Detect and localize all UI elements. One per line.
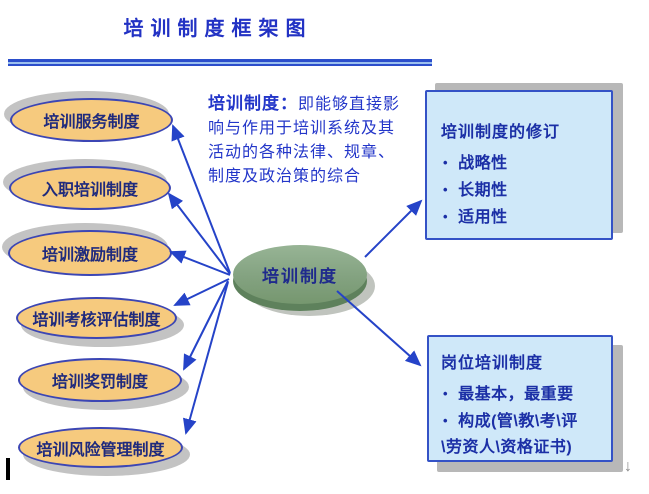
- bullet-item: • 长期性: [441, 177, 597, 204]
- oval-training-risk: 培训风险管理制度: [18, 427, 183, 468]
- box-title: 培训制度的修订: [441, 124, 561, 141]
- connector-arrow-revision-box: [364, 199, 423, 258]
- bullet-icon: •: [443, 386, 449, 401]
- center-node-training-system: 培训制度: [233, 245, 367, 304]
- bullet-label: 适用性: [458, 209, 508, 226]
- box-system-revision: 培训制度的修订 • 战略性 • 长期性 • 适用性: [425, 90, 613, 240]
- text-cursor-artifact: [6, 458, 10, 480]
- bullet-icon: •: [443, 182, 449, 197]
- box-title: 岗位培训制度: [441, 355, 544, 372]
- bullet-icon: •: [443, 155, 449, 170]
- bullet-item: • 战略性: [441, 150, 597, 177]
- connector-arrow-onboarding: [167, 192, 231, 275]
- oval-label: 培训服务制度: [43, 114, 140, 131]
- definition-lead: 培训制度：: [208, 94, 298, 113]
- oval-label: 入职培训制度: [41, 182, 138, 199]
- definition-text: 培训制度：即能够直接影响与作用于培训系统及其活动的各种法律、规章、制度及政治策的…: [208, 92, 404, 189]
- oval-training-incentive: 培训激励制度: [8, 230, 172, 276]
- definition-body: 即能够直接影响与作用于培训系统及其活动的各种法律、规章、制度及政治策的综合: [208, 96, 401, 185]
- connector-arrow-incentive: [169, 250, 231, 276]
- box-position-training: 岗位培训制度 •最基本，最重要 •构成(管\教\考\评\劳资人\资格证书): [427, 335, 613, 462]
- bullet-label: 长期性: [458, 182, 508, 199]
- bullet-item: • 最基本，最重要: [441, 381, 599, 408]
- oval-label: 培训考核评估制度: [32, 312, 161, 329]
- bullet-label: 最基本，最重要: [458, 386, 574, 403]
- oval-label: 培训奖罚制度: [51, 374, 148, 391]
- oval-training-assessment: 培训考核评估制度: [16, 297, 177, 339]
- bullet-item: •构成(管\教\考\评\劳资人\资格证书): [441, 408, 599, 461]
- bullet-label: 构成(管\教\考\评\劳资人\资格证书): [441, 413, 578, 456]
- center-node-label: 培训制度: [262, 267, 338, 286]
- oval-training-service: 培训服务制度: [10, 98, 173, 142]
- oval-onboarding-training: 入职培训制度: [9, 166, 171, 210]
- bullet-icon: •: [443, 209, 449, 224]
- bullet-label: 战略性: [458, 155, 508, 172]
- oval-training-reward: 培训奖罚制度: [18, 358, 182, 402]
- bullet-icon: •: [443, 413, 449, 428]
- page-title: 培训制度框架图: [123, 18, 313, 40]
- connector-arrow-risk: [183, 281, 229, 435]
- connector-arrow-assessment: [173, 278, 230, 306]
- oval-label: 培训激励制度: [41, 247, 138, 264]
- scroll-down-arrow-icon[interactable]: ↓: [624, 458, 632, 475]
- connector-arrow-reward: [183, 280, 229, 371]
- title-divider: [8, 59, 432, 66]
- oval-label: 培训风险管理制度: [36, 441, 165, 459]
- bullet-item: • 适用性: [441, 204, 597, 231]
